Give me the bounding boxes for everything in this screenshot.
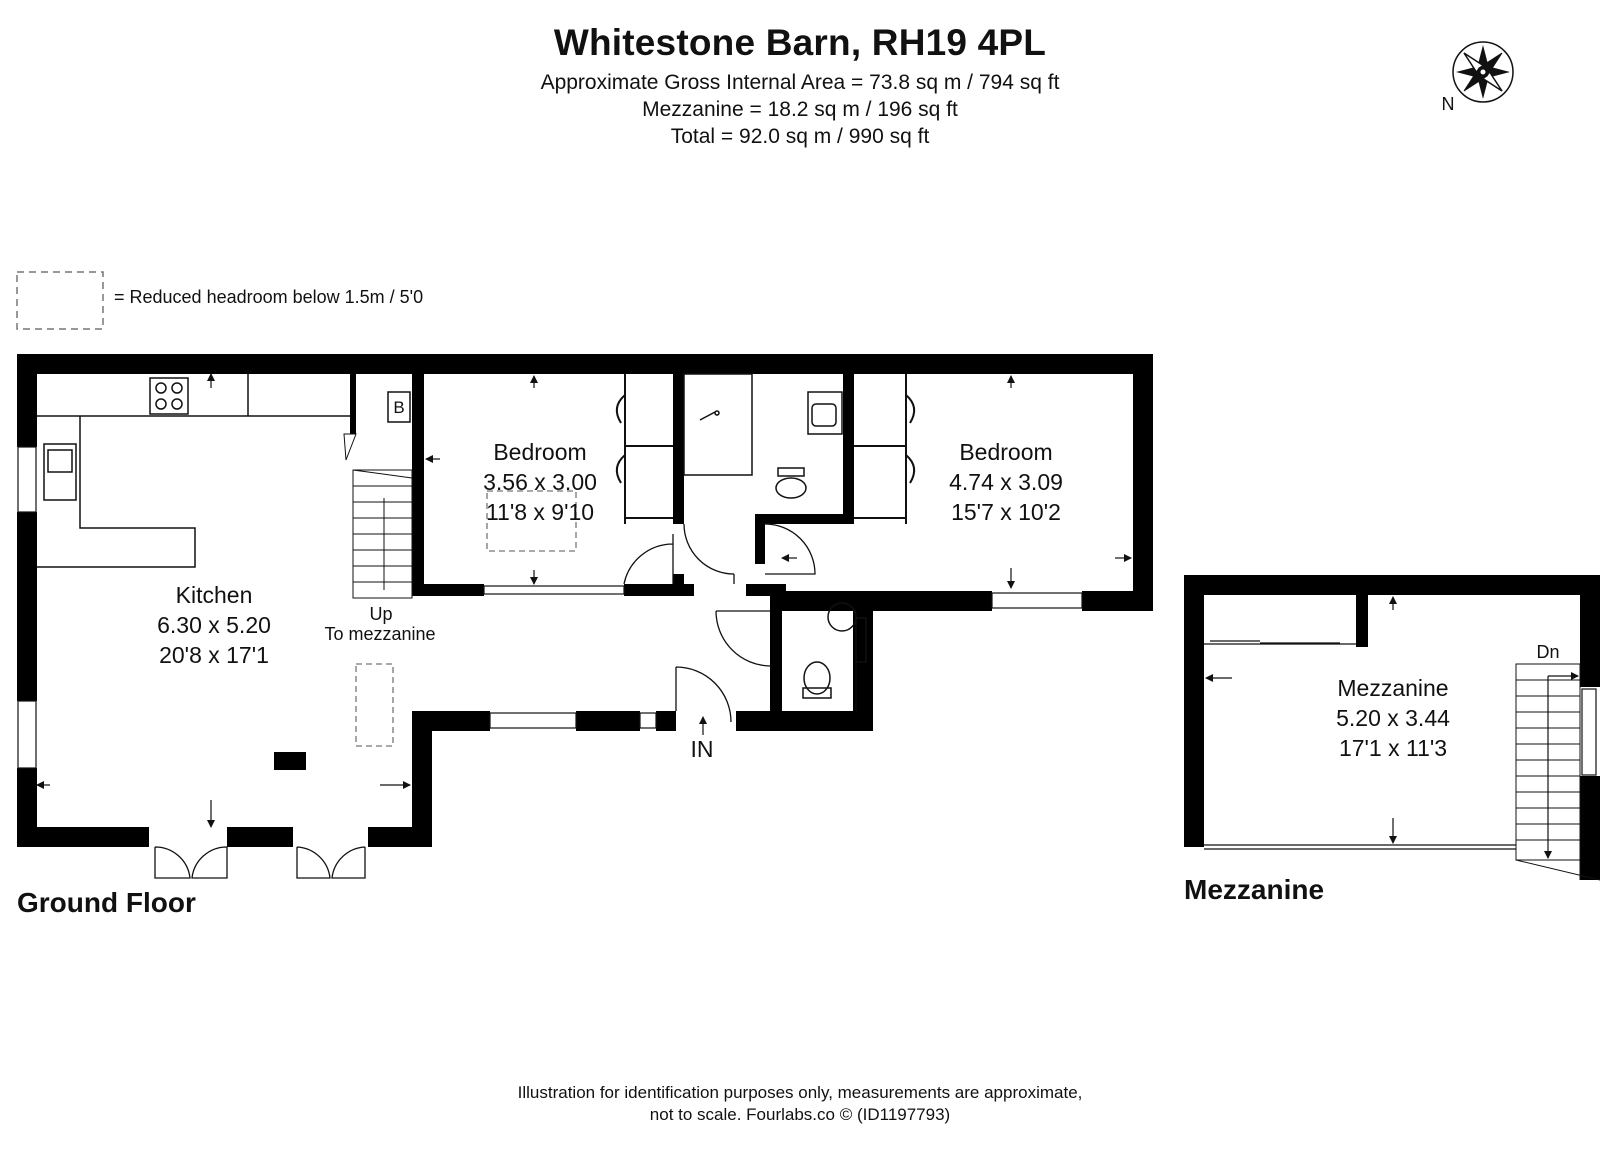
stairs-down-label: Dn <box>1536 642 1559 662</box>
footer-line-2: not to scale. Fourlabs.co © (ID1197793) <box>649 1105 951 1124</box>
kitchen-worktop <box>37 374 350 568</box>
mezzanine-area-text: Mezzanine = 18.2 sq m / 196 sq ft <box>642 98 958 121</box>
stairs-up <box>343 433 413 599</box>
bedroom1-metric: 3.56 x 3.00 <box>483 469 597 495</box>
doors <box>154 523 816 879</box>
gross-area-text: Approximate Gross Internal Area = 73.8 s… <box>540 71 1060 94</box>
mezzanine-metric: 5.20 x 3.44 <box>1336 705 1450 731</box>
boiler-label: B <box>393 398 404 417</box>
kitchen-imperial: 20'8 x 17'1 <box>159 642 269 668</box>
page-title: Whitestone Barn, RH19 4PL <box>553 22 1047 63</box>
mezzanine-imperial: 17'1 x 11'3 <box>1339 735 1447 761</box>
mezzanine-walls <box>1184 575 1600 880</box>
bedroom2-name: Bedroom <box>959 439 1052 465</box>
mezzanine-name: Mezzanine <box>1337 675 1448 701</box>
boiler-box <box>387 391 411 423</box>
kitchen-name: Kitchen <box>176 582 253 608</box>
entrance-label: IN <box>691 736 714 762</box>
stairs-note-label: To mezzanine <box>324 624 435 644</box>
legend-swatch <box>16 271 104 330</box>
kitchen-metric: 6.30 x 5.20 <box>157 612 271 638</box>
legend-text: = Reduced headroom below 1.5m / 5'0 <box>114 287 424 307</box>
mezzanine-details <box>1204 640 1597 850</box>
mezzanine-arrows <box>1205 596 1579 859</box>
total-area-text: Total = 92.0 sq m / 990 sq ft <box>670 125 930 148</box>
ground-floor-walls <box>17 354 1153 847</box>
bedroom1-imperial: 11'8 x 9'10 <box>486 499 594 525</box>
bedroom2-imperial: 15'7 x 10'2 <box>951 499 1061 525</box>
bedroom1-wardrobe <box>615 374 673 524</box>
bedroom2-wardrobe <box>854 374 916 524</box>
dimension-arrows <box>36 373 1132 828</box>
mezzanine-floor-label: Mezzanine <box>1184 874 1324 905</box>
wc-fixtures <box>802 602 867 711</box>
bedroom2-metric: 4.74 x 3.09 <box>949 469 1063 495</box>
windows <box>17 446 1083 769</box>
bedroom1-name: Bedroom <box>493 439 586 465</box>
reduced-headroom-areas <box>355 490 577 747</box>
footer-line-1: Illustration for identification purposes… <box>517 1083 1083 1102</box>
footer-disclaimer: Illustration for identification purposes… <box>0 1082 1600 1126</box>
bathroom-fixtures <box>683 373 843 499</box>
ground-floor-label: Ground Floor <box>17 887 196 918</box>
compass-rose-icon <box>1452 41 1514 103</box>
stairs-up-label: Up <box>369 604 392 624</box>
kitchen-island <box>274 752 306 770</box>
compass-north-label: N <box>1442 94 1455 114</box>
